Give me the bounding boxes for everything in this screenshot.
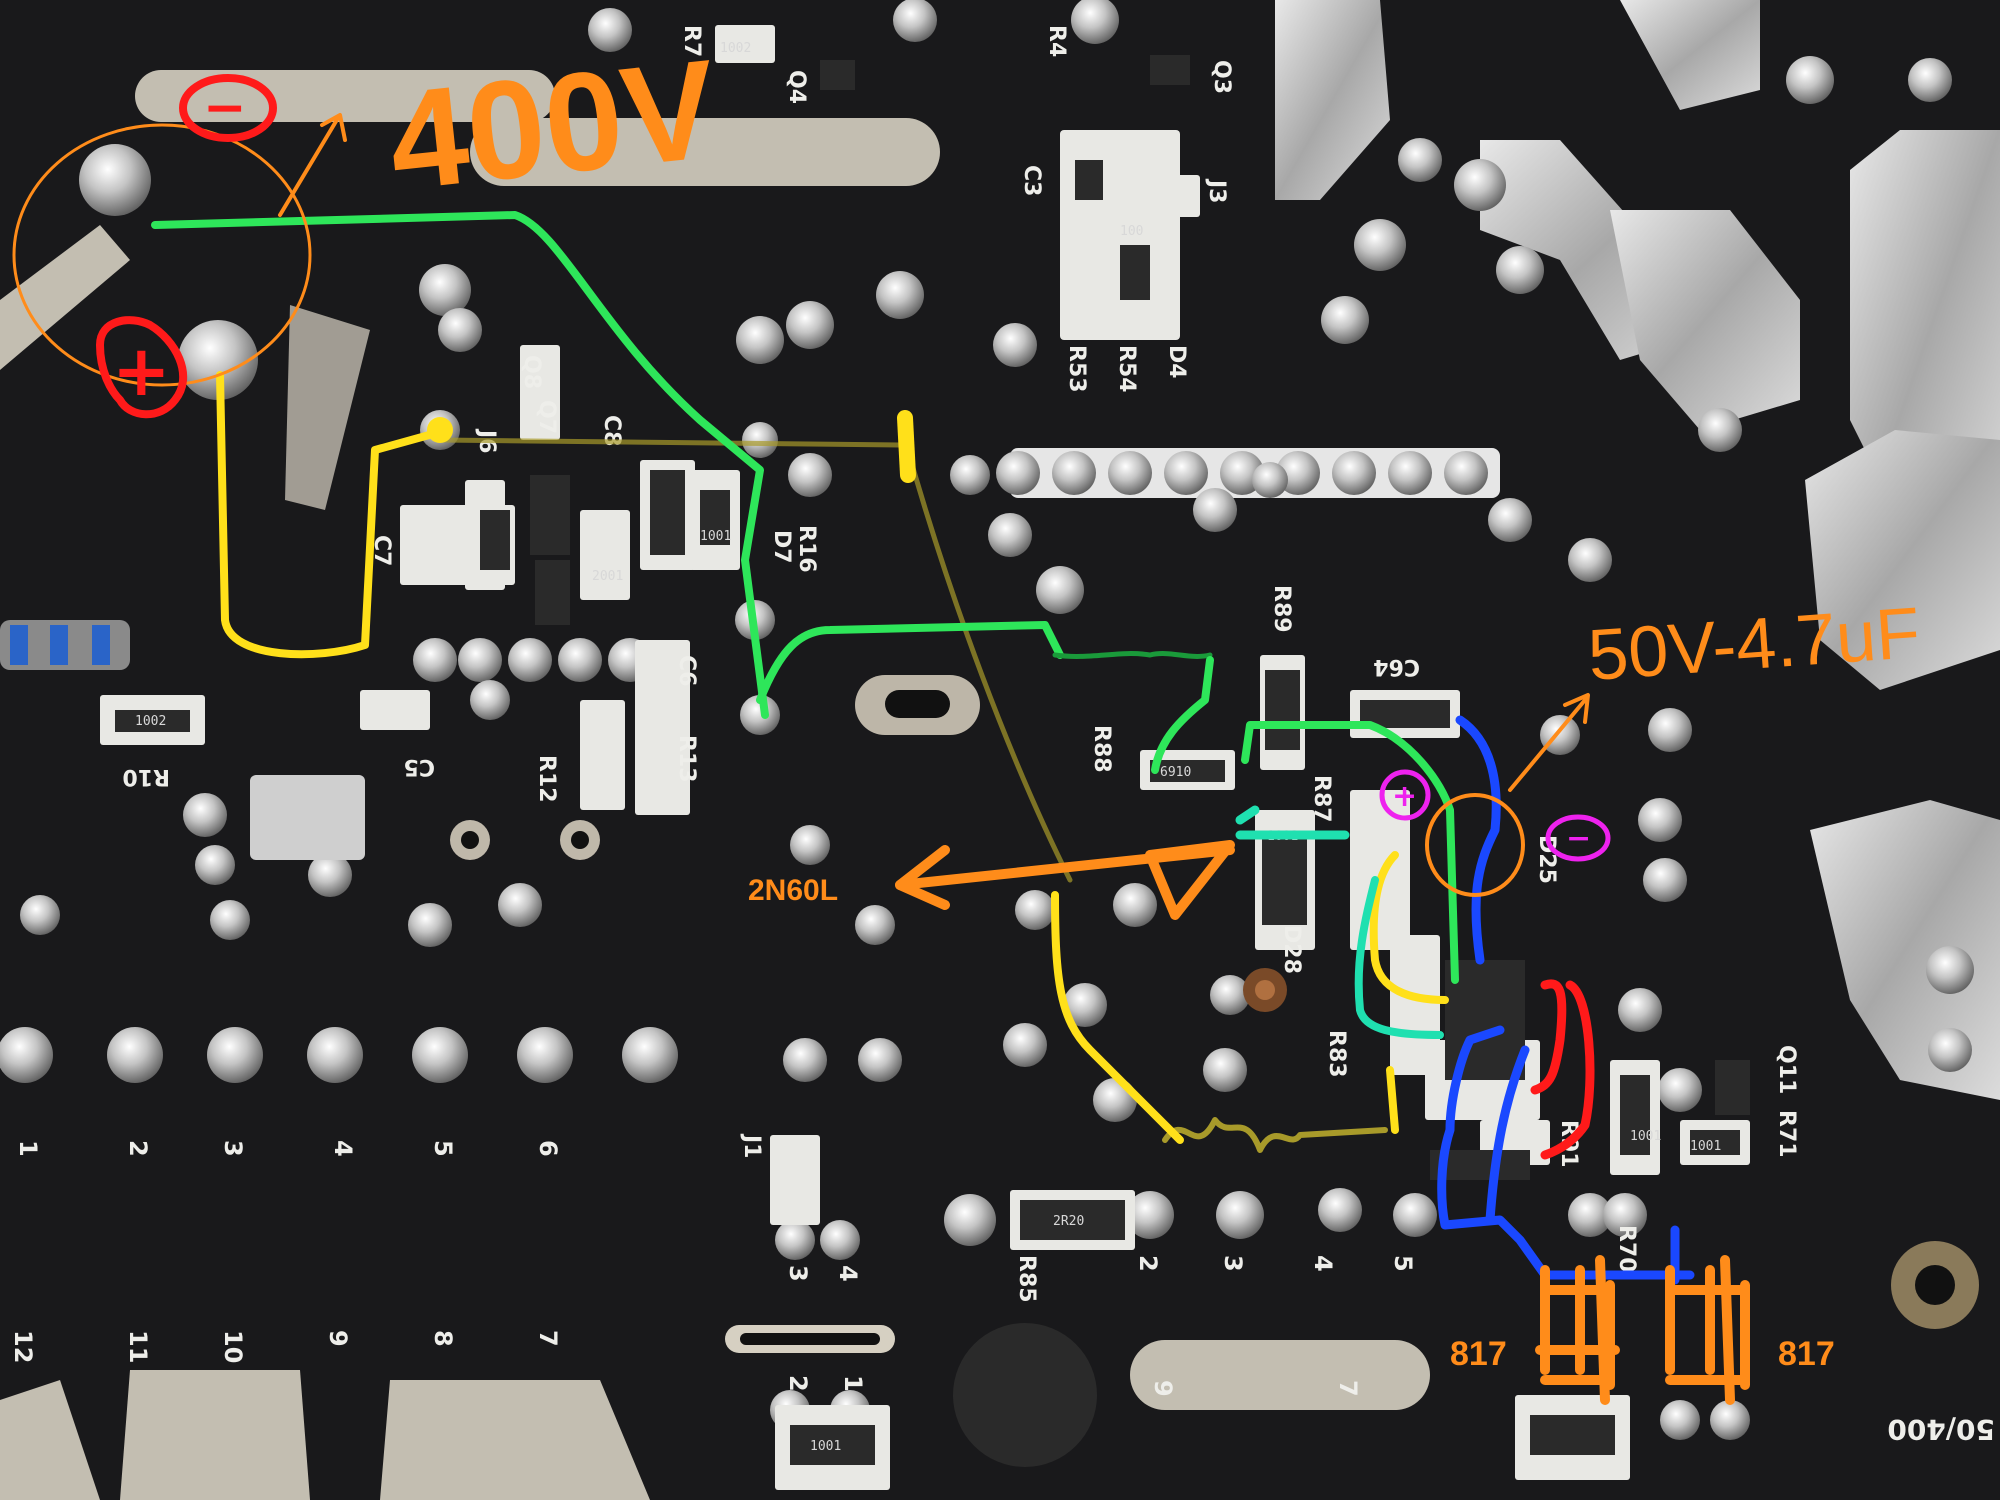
smd-code: 1002 [720,41,751,56]
solder-pads [0,0,1974,1440]
ref-r7: R7 [679,25,704,57]
metal-regions [1275,0,2000,1100]
pin-num: 7 [534,1330,562,1347]
annotation-strokes [12,74,1750,1405]
smd-code: 100 [1120,224,1143,239]
optocoupler-right-label: 817 [1778,1335,1835,1373]
smd-code: 1001 [810,1439,841,1454]
ref-r12: R12 [534,755,559,803]
ref-r54: R54 [1114,345,1139,393]
pin-numbers: 1 2 3 4 5 6 12 11 10 9 8 7 2 3 4 5 3 4 2… [9,1140,1995,1446]
ref-j3: J3 [1204,178,1229,204]
ref-r4: R4 [1044,25,1069,57]
copper-pours [0,70,1430,1500]
ref-d4: D4 [1164,345,1189,379]
ref-r13: R13 [674,735,699,783]
ref-r71: R71 [1774,1110,1799,1158]
ref-q8: Q8 [519,355,544,389]
smd-code: 1001 [1690,1139,1721,1154]
pin-num: 9 [324,1330,352,1347]
cap-positive-sign: + [1392,779,1417,814]
pin-num: 5 [1389,1255,1417,1272]
ref-r16: R16 [794,525,819,573]
negative-sign: − [203,78,247,138]
ref-r53: R53 [1064,345,1089,393]
pin-num: 12 [9,1330,37,1363]
pin-num: 2 [124,1140,152,1157]
pin-num: 4 [834,1265,862,1282]
ref-r88: R88 [1089,725,1114,773]
pin-header-row [996,448,1500,498]
ref-d28: D28 [1279,925,1304,974]
ref-r70: R70 [1614,1225,1639,1273]
ref-r85: R85 [1014,1255,1039,1303]
ref-q4: Q4 [784,70,809,104]
pin-num: 8 [429,1330,457,1347]
cap-negative-sign: − [1566,821,1591,856]
ref-j1: J1 [739,1133,764,1159]
pin-num: 11 [124,1330,152,1363]
pin-num: 6 [534,1140,562,1157]
ref-c5: C5 [404,754,435,779]
pin-num: 4 [329,1140,357,1157]
ref-d7: D7 [769,530,794,564]
smd-code: 1002 [135,714,166,729]
optocoupler-left-label: 817 [1450,1335,1507,1373]
mounting-holes [250,675,1979,1467]
pin-num: 3 [219,1140,247,1157]
smd-code: 1001 [1630,1129,1661,1144]
smd-code: 2001 [592,569,623,584]
positive-sign: + [112,330,171,412]
smd-code: 2R20 [1053,1214,1084,1229]
high-voltage-label: 400V [382,30,724,220]
corner-label: 50/400 [1887,1413,1995,1446]
ref-c64: C64 [1373,654,1420,679]
ref-r87: R87 [1309,775,1334,823]
pin-num: 2 [1134,1255,1162,1272]
pin-num: 3 [784,1265,812,1282]
ref-q7: Q7 [534,400,559,434]
pin-num: 7 [1334,1380,1362,1397]
pin-num: 5 [429,1140,457,1157]
pin-num: 9 [1149,1380,1177,1397]
pin-num: 3 [1219,1255,1247,1272]
ref-q3: Q3 [1209,60,1234,94]
smd-components [0,25,1750,1490]
ref-q11: Q11 [1774,1045,1799,1094]
pin-num: 1 [14,1140,42,1157]
mosfet-label: 2N60L [748,874,838,907]
smd-code: 6910 [1160,765,1191,780]
pin-num: 4 [1309,1255,1337,1272]
ref-c3: C3 [1019,165,1044,196]
ref-r10: R10 [122,764,170,789]
smd-code: 1001 [700,529,731,544]
ref-r83: R83 [1324,1030,1349,1078]
pin-num: 1 [839,1375,867,1392]
pin-num: 2 [784,1375,812,1392]
pin-num: 10 [219,1330,247,1363]
ref-c6: C6 [674,655,699,686]
ref-r89: R89 [1269,585,1294,633]
